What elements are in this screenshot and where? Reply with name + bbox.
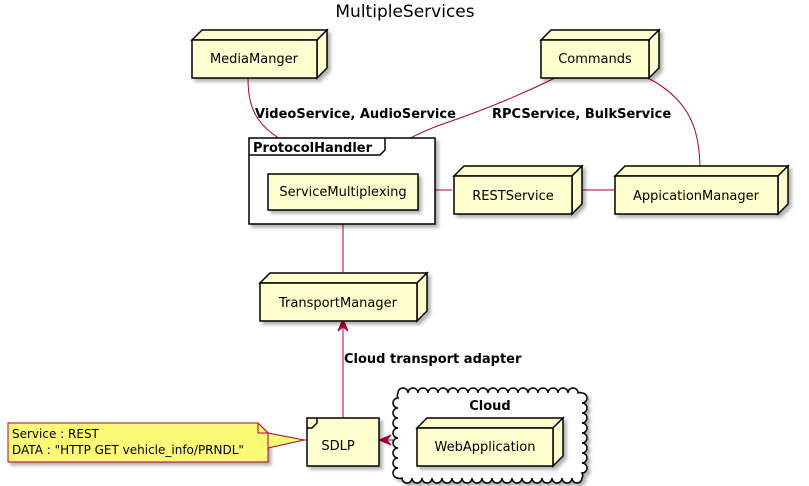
- node-label-application-manager: AppicationManager: [633, 189, 760, 204]
- arrowhead-transport: [337, 317, 349, 332]
- node-rest-service[interactable]: RESTService: [452, 164, 584, 216]
- node-sdlp[interactable]: SDLP: [306, 417, 380, 467]
- node-label-transport-manager: TransportManager: [278, 296, 398, 311]
- node-service-multiplexing[interactable]: ServiceMultiplexing: [267, 173, 419, 211]
- node-label-commands: Commands: [558, 52, 632, 67]
- edge-label-cloud-transport: Cloud transport adapter: [344, 352, 522, 367]
- node-label-web-application: WebApplication: [435, 440, 536, 455]
- arrowhead-sdlp: [377, 434, 392, 446]
- node-web-application[interactable]: WebApplication: [415, 416, 565, 468]
- edge-label-video-audio: VideoService, AudioService: [255, 107, 456, 122]
- note: Service : REST DATA : "HTTP GET vehicle_…: [7, 422, 307, 463]
- note-line-2: DATA : "HTTP GET vehicle_info/PRNDL": [12, 443, 244, 457]
- node-label-sdlp: SDLP: [321, 439, 355, 454]
- note-fold: [257, 423, 268, 434]
- note-pointer: [267, 432, 305, 449]
- package-title-protocol-handler: ProtocolHandler: [253, 141, 373, 156]
- node-label-rest-service: RESTService: [472, 189, 554, 204]
- node-commands[interactable]: Commands: [539, 28, 661, 80]
- edge-commands-to-appmanager: [647, 77, 701, 171]
- node-label-service-multiplexing: ServiceMultiplexing: [279, 185, 406, 200]
- package-title-cloud: Cloud: [469, 399, 511, 414]
- node-application-manager[interactable]: AppicationManager: [613, 164, 790, 216]
- diagram-title: MultipleServices: [335, 2, 474, 22]
- edge-label-rpc-bulk: RPCService, BulkService: [492, 107, 671, 122]
- node-media-manager[interactable]: MediaManger: [190, 28, 329, 80]
- node-label-media-manager: MediaManger: [210, 52, 299, 67]
- note-line-1: Service : REST: [12, 427, 100, 441]
- node-transport-manager[interactable]: TransportManager: [258, 271, 429, 323]
